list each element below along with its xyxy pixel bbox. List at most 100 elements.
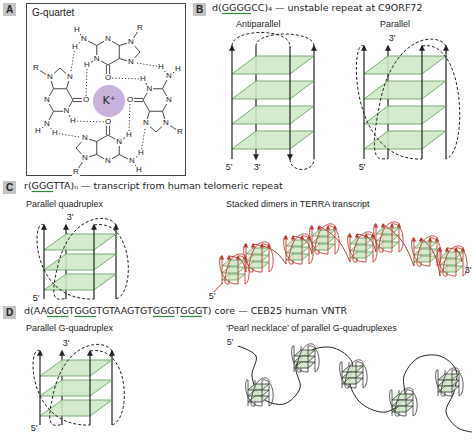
sequence-underlines bbox=[32, 14, 252, 317]
atom-label: R bbox=[72, 168, 80, 176]
strand bbox=[342, 362, 343, 388]
strand-end: 5' bbox=[226, 163, 233, 172]
structure-frame: G-quartetK⁺ bbox=[26, 3, 186, 176]
g-tetrad bbox=[414, 242, 437, 248]
atom-label: H bbox=[69, 117, 77, 125]
g-tetrad bbox=[342, 372, 363, 378]
chemical-bond bbox=[133, 98, 143, 99]
hydrogen-bond bbox=[59, 134, 81, 138]
loop bbox=[392, 224, 403, 252]
node-label: D bbox=[6, 308, 13, 318]
atom-label: H bbox=[157, 63, 165, 71]
strand bbox=[392, 224, 393, 252]
loop bbox=[262, 244, 273, 272]
loop bbox=[348, 234, 366, 262]
strand bbox=[363, 46, 364, 159]
loop bbox=[436, 370, 452, 396]
panel-d-art bbox=[33, 344, 472, 432]
g-tetrad bbox=[364, 81, 446, 99]
panel-title: d(GGGGCC)₄ — unstable repeat at C9ORF72 bbox=[212, 3, 422, 13]
strand bbox=[356, 362, 357, 388]
loop bbox=[225, 254, 245, 284]
node-label: B bbox=[196, 5, 203, 15]
structure-name: Parallel G-quadruplex bbox=[26, 324, 113, 333]
loop bbox=[297, 344, 315, 372]
atom-label: N bbox=[104, 35, 112, 43]
g-tract-underline bbox=[47, 316, 69, 317]
atom-label: H bbox=[139, 75, 147, 83]
node-label: C bbox=[6, 183, 13, 193]
loop bbox=[395, 388, 413, 416]
panel-letter: C bbox=[3, 181, 16, 194]
loop bbox=[289, 234, 309, 264]
ion-circle: K⁺ bbox=[93, 85, 125, 117]
atom-label: H bbox=[73, 26, 81, 34]
loop bbox=[94, 225, 128, 299]
atom-label: N bbox=[142, 119, 150, 127]
strand bbox=[286, 236, 287, 264]
chemical-bond bbox=[133, 101, 143, 102]
hydrogen-bond bbox=[71, 51, 75, 73]
strand-end: 5' bbox=[359, 163, 366, 172]
loop bbox=[249, 242, 269, 272]
loop bbox=[50, 344, 112, 425]
loop bbox=[37, 224, 94, 299]
strand bbox=[93, 225, 94, 299]
loop bbox=[412, 238, 430, 266]
strand bbox=[289, 46, 290, 159]
atom-label: N bbox=[93, 55, 101, 63]
g-tetrad bbox=[312, 230, 335, 236]
strand-end: 5' bbox=[31, 424, 38, 433]
loop bbox=[345, 360, 363, 388]
strand bbox=[111, 351, 112, 425]
g-tetrad bbox=[44, 254, 116, 270]
structure-name: Stacked dimers in TERRA transcript bbox=[226, 200, 369, 209]
loop bbox=[290, 159, 314, 170]
loop bbox=[292, 346, 308, 372]
strand bbox=[421, 46, 422, 159]
atom-label: N bbox=[81, 134, 89, 142]
loop bbox=[302, 236, 313, 264]
loop bbox=[417, 236, 437, 266]
loop bbox=[438, 248, 456, 276]
strand-end: 5' bbox=[209, 292, 216, 301]
g-tetrad bbox=[364, 131, 446, 149]
panel-letter: A bbox=[3, 3, 16, 16]
atom-label: N bbox=[43, 120, 51, 128]
panel-title: r(GGGTTA)ₙ — transcript from human telom… bbox=[24, 181, 283, 191]
atom-label: N bbox=[146, 85, 154, 93]
loop bbox=[54, 218, 116, 299]
atom-label: N bbox=[63, 107, 71, 115]
atom-label: H bbox=[135, 166, 143, 174]
g-tetrad bbox=[232, 56, 314, 74]
strand bbox=[238, 256, 239, 284]
loop bbox=[379, 222, 399, 252]
strand bbox=[308, 346, 309, 372]
strand bbox=[43, 225, 44, 299]
g-tetrad bbox=[438, 374, 459, 380]
atom-label: N bbox=[43, 96, 51, 104]
rna-strand bbox=[319, 226, 350, 262]
structure-name: Antiparallel bbox=[236, 20, 281, 29]
g-tetrad bbox=[44, 234, 116, 250]
hydrogen-bond bbox=[86, 69, 88, 96]
rna-strand bbox=[229, 256, 246, 272]
atom-label: O bbox=[104, 74, 112, 82]
strand-end: 3' bbox=[254, 163, 261, 172]
loop bbox=[256, 34, 314, 46]
panel-title: d(AAGGGTGGGTGTAAGTGTGGGTGGGT) core — CEB… bbox=[24, 306, 347, 316]
rna-strand bbox=[421, 238, 440, 276]
strand bbox=[376, 224, 377, 252]
loop bbox=[441, 368, 459, 396]
g-tetrad bbox=[232, 106, 314, 124]
g-tetrad bbox=[232, 131, 314, 149]
rna-strand bbox=[253, 244, 286, 264]
atom-label: N bbox=[104, 157, 112, 165]
loop bbox=[356, 362, 367, 388]
structure-name: Parallel bbox=[380, 20, 410, 29]
atom-label: N bbox=[66, 73, 74, 81]
strand-end: 5' bbox=[33, 294, 40, 303]
strand-end: 5' bbox=[227, 338, 234, 347]
strand bbox=[115, 225, 116, 299]
